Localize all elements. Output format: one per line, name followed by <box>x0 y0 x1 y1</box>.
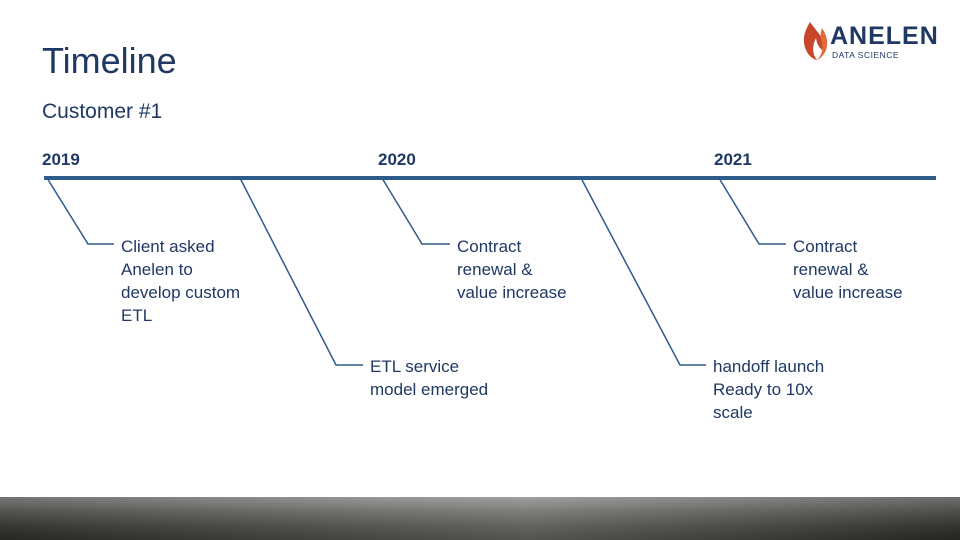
connector-event-4 <box>580 177 706 366</box>
flame-icon <box>803 22 828 60</box>
year-label-2021: 2021 <box>714 150 752 169</box>
connector-event-3 <box>381 177 450 245</box>
year-label-2020: 2020 <box>378 150 416 169</box>
year-label-2019: 2019 <box>42 150 80 169</box>
logo-name: ANELEN <box>830 22 939 50</box>
logo-tagline: DATA SCIENCE <box>832 50 900 60</box>
connector-event-5 <box>718 177 786 245</box>
slide-title: Timeline <box>42 40 177 81</box>
connector-event-1 <box>46 177 114 245</box>
slide-subtitle: Customer #1 <box>42 100 163 123</box>
anelen-logo: ANELEN DATA SCIENCE <box>800 20 938 62</box>
footer-sky-image <box>0 497 960 540</box>
connector-event-2 <box>239 177 363 366</box>
